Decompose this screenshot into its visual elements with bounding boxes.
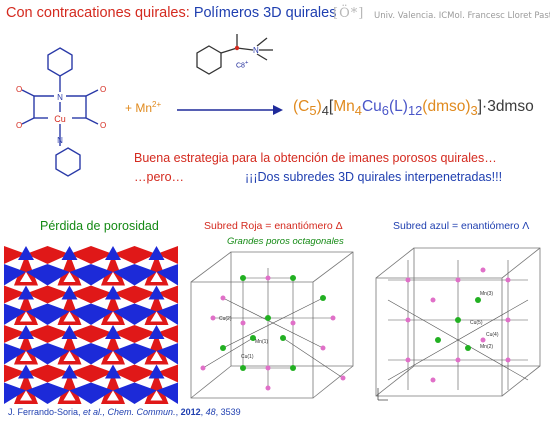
- pero-text: …pero…: [134, 170, 185, 184]
- framework-pattern: [4, 246, 178, 404]
- unit-cell-back: [230, 251, 354, 367]
- f-mn-sub: 4: [354, 103, 362, 119]
- f-open1: (: [293, 98, 299, 115]
- c8-charge: +: [244, 60, 249, 66]
- cu-nodes-pink: [200, 275, 346, 391]
- o-label-3: O: [100, 85, 106, 94]
- c8-text: C8: [236, 62, 245, 70]
- o-label-2: O: [16, 121, 22, 130]
- cation-phenyl-ring: [196, 45, 222, 75]
- f-dmso-sub: 3: [470, 103, 478, 119]
- mid-atom-cu1: Cu(1): [241, 354, 254, 360]
- axis-triad: [377, 388, 388, 401]
- f-c: C: [298, 98, 310, 115]
- right-atom-cu4: Cu(4): [486, 332, 499, 338]
- red-subnetwork-image: Cu(2) Mn(1) Cu(1): [190, 251, 354, 399]
- product-formula: (C5)4[Mn4Cu6(L)12(dmso)3]·3dmso: [293, 98, 534, 118]
- f-sub4: 4: [321, 103, 329, 119]
- blue-subnetwork-image: Mn(3) Cu(5) Cu(4) Mn(2): [375, 247, 541, 401]
- o-label-1: O: [16, 85, 22, 94]
- top-phenyl-ring: [47, 47, 73, 77]
- slide-title: Con contracationes quirales: Polímeros 3…: [6, 5, 336, 21]
- cu-complex-diagram: N Cu N O O O O: [16, 47, 106, 177]
- o-label-4: O: [100, 121, 106, 130]
- right-panel-label: Subred azul = enantiómero Λ: [393, 220, 530, 232]
- f-bracket-open: [: [328, 98, 334, 115]
- mid-panel-sublabel: Grandes poros octagonales: [227, 236, 344, 247]
- cite-pages: , 3539: [215, 407, 241, 417]
- f-dmso: (dmso): [422, 98, 471, 115]
- f-cu-sub: 6: [381, 103, 389, 119]
- f-cu: Cu: [361, 98, 382, 115]
- bottom-phenyl-ring: [55, 147, 81, 177]
- icmol-logo: [Ö*]: [333, 6, 365, 21]
- mn-nodes-green-right: [435, 297, 481, 351]
- reaction-arrow: [177, 105, 283, 115]
- chiral-center-dot: [234, 45, 240, 51]
- f-mn: Mn: [333, 98, 355, 115]
- mn-nodes-green: [220, 275, 326, 371]
- f-l-sub: 12: [407, 103, 423, 119]
- title-part-2: Polímeros 3D quirales: [193, 5, 337, 21]
- f-c-sub: 5: [309, 103, 317, 119]
- right-atom-cu5: Cu(5): [470, 320, 483, 326]
- cite-journal: , Chem. Commun.: [102, 407, 176, 417]
- plus-mn-text: + Mn: [125, 101, 153, 115]
- f-tail: ·3dmso: [482, 98, 534, 115]
- right-atom-mn3: Mn(3): [480, 291, 493, 297]
- unit-cell-back-right: [413, 247, 541, 367]
- f-bracket-close: ]: [477, 98, 483, 115]
- n-bottom-label: N: [57, 136, 63, 145]
- double-network-text: ¡¡¡Dos subredes 3D quirales interpenetra…: [245, 170, 503, 184]
- title-part-1: Con contracationes quirales:: [6, 5, 194, 21]
- chiral-cation-diagram: N: [196, 34, 273, 75]
- mid-atom-cu2: Cu(2): [219, 316, 232, 322]
- n-top-label: N: [57, 93, 63, 102]
- mn-charge: 2+: [152, 100, 162, 109]
- mid-panel-label: Subred Roja = enantiómero Δ: [204, 220, 343, 232]
- cu-center-label: Cu: [54, 114, 66, 124]
- cite-volume: 48: [205, 407, 216, 417]
- plus-mn-reagent: + Mn2+: [125, 100, 161, 115]
- cite-year: 2012: [180, 407, 201, 417]
- interpenetrated-framework-image: [4, 246, 178, 404]
- cite-etal: et al.: [83, 407, 103, 417]
- c8-cation-label: C8+: [236, 60, 248, 69]
- mid-atom-mn1: Mn(1): [255, 339, 268, 345]
- right-atom-mn2: Mn(2): [480, 344, 493, 350]
- strategy-text: Buena estrategia para la obtención de im…: [134, 151, 497, 165]
- f-close1: ): [316, 98, 322, 115]
- cu-nodes-pink-right: [405, 267, 511, 383]
- cite-authors: J. Ferrando-Soria,: [8, 407, 84, 417]
- f-l: (L): [388, 98, 408, 115]
- institution-text: Univ. Valencia. ICMol. Francesc Lloret P…: [374, 11, 550, 21]
- left-panel-label: Pérdida de porosidad: [40, 219, 159, 233]
- citation: J. Ferrando-Soria, et al., Chem. Commun.…: [8, 407, 241, 417]
- cation-n-label: N: [253, 46, 259, 55]
